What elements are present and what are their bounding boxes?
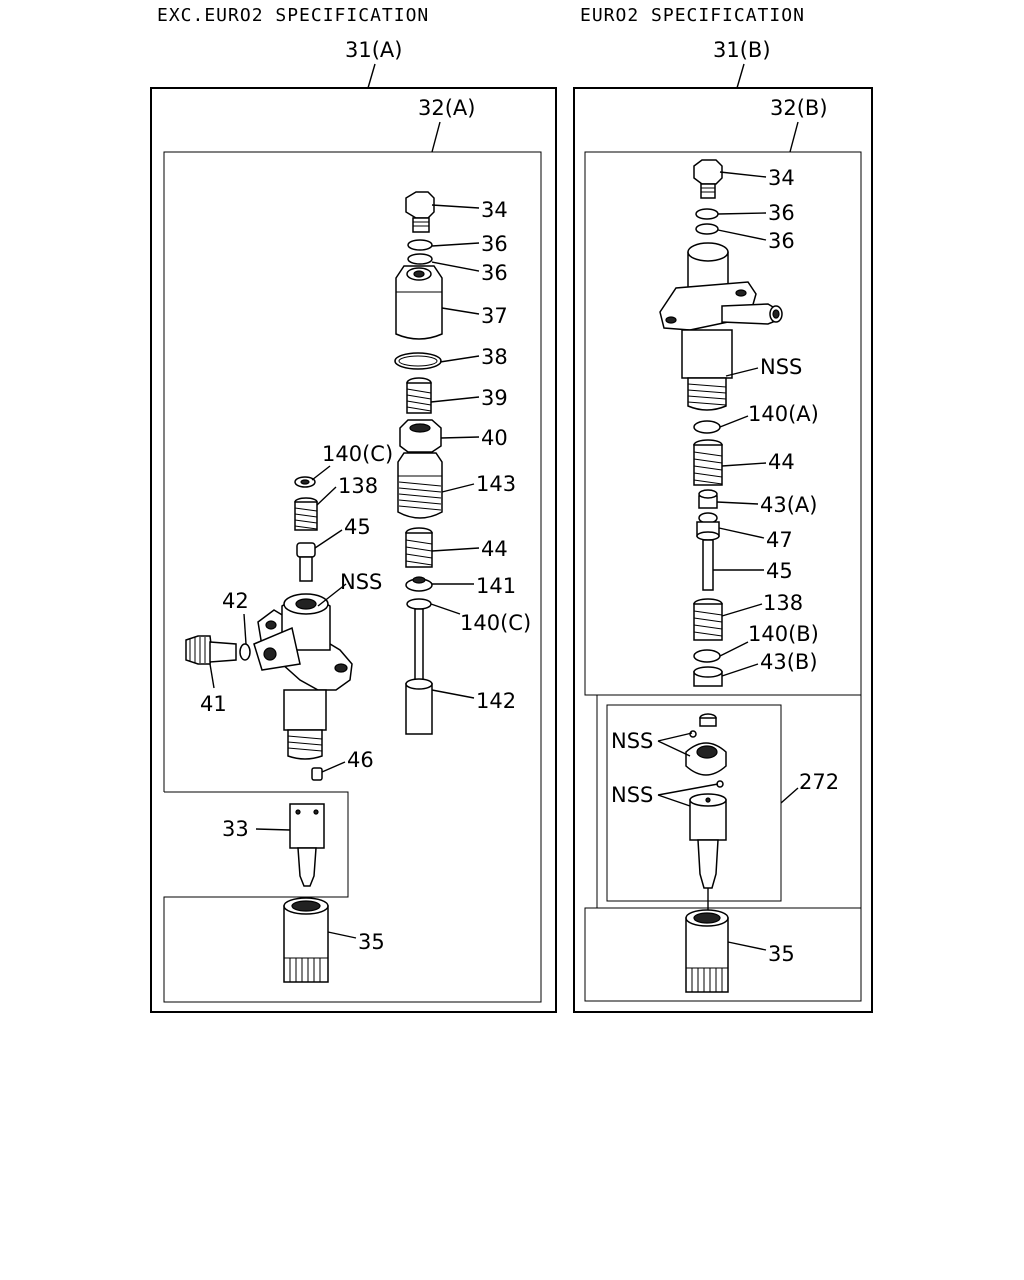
part-140b-washer — [693, 649, 721, 663]
part-36-washer — [695, 223, 719, 235]
assembly-label-31a: 31(A) — [345, 38, 402, 62]
callout-43b: 43(B) — [760, 650, 818, 674]
callout-36: 36 — [481, 232, 508, 256]
part-35-retaining-nut — [283, 897, 329, 983]
callout-142: 142 — [476, 689, 516, 713]
part-36-washer — [695, 208, 719, 220]
callout-44: 44 — [481, 537, 508, 561]
callout-34: 34 — [768, 166, 795, 190]
leader-32b — [789, 121, 799, 153]
callout-40: 40 — [481, 426, 508, 450]
callout-143: 143 — [476, 472, 516, 496]
callout-38: 38 — [481, 345, 508, 369]
callout-43a: 43(A) — [760, 493, 817, 517]
callout-36: 36 — [768, 229, 795, 253]
part-34-bolt — [693, 159, 723, 199]
assembly-frame-31b — [573, 87, 873, 1013]
header-right: EURO2 SPECIFICATION — [580, 5, 805, 26]
callout-41: 41 — [200, 692, 227, 716]
callout-nss: NSS — [611, 783, 653, 807]
part-45-pin — [296, 542, 316, 582]
callout-140c: 140(C) — [460, 611, 531, 635]
part-injector-body-right — [659, 242, 783, 411]
assembly-frame-31a — [150, 87, 557, 1013]
callout-36: 36 — [768, 201, 795, 225]
callout-138: 138 — [338, 474, 378, 498]
callout-141: 141 — [476, 574, 516, 598]
assembly-label-31b: 31(B) — [713, 38, 771, 62]
callout-45: 45 — [344, 515, 371, 539]
part-39-spring — [406, 377, 432, 414]
callout-35: 35 — [768, 942, 795, 966]
callout-140c-small: 140(C) — [322, 442, 393, 466]
right-panel: 31(B) 32(B) — [573, 38, 873, 1013]
callout-36: 36 — [481, 261, 508, 285]
left-stack — [394, 191, 443, 735]
leader-32a — [431, 121, 441, 153]
left-callouts: 34 36 36 37 38 39 40 143 44 141 140(C) 1… — [200, 198, 531, 954]
part-33-nozzle — [289, 803, 325, 887]
callout-42: 42 — [222, 589, 249, 613]
part-34-bolt — [405, 191, 435, 233]
left-small-parts — [294, 476, 318, 582]
nozzle-group — [685, 713, 727, 912]
callout-nss: NSS — [611, 729, 653, 753]
callout-272: 272 — [799, 770, 839, 794]
part-142-spindle — [405, 608, 433, 735]
callout-140a: 140(A) — [748, 402, 819, 426]
leader-31b — [736, 63, 745, 89]
callout-nss: NSS — [760, 355, 802, 379]
part-40-nut — [399, 419, 442, 453]
subassembly-label-32b: 32(B) — [770, 96, 828, 120]
part-143-sleeve — [397, 452, 443, 519]
retaining-nut-frame — [584, 907, 862, 1002]
part-138-spring — [693, 598, 723, 641]
callout-140b: 140(B) — [748, 622, 819, 646]
callout-nss: NSS — [340, 570, 382, 594]
part-38-oring — [394, 352, 442, 370]
part-44-spring — [693, 439, 723, 486]
part-140c-washer — [406, 598, 432, 610]
callout-44: 44 — [768, 450, 795, 474]
callout-46: 46 — [347, 748, 374, 772]
part-46-plug — [311, 767, 323, 781]
callout-35: 35 — [358, 930, 385, 954]
part-injector-body-left — [253, 593, 353, 760]
callout-47: 47 — [766, 528, 793, 552]
part-43b-seat — [693, 666, 723, 687]
part-37-cap — [395, 265, 443, 340]
leader-31a — [367, 63, 376, 89]
header-left: EXC.EURO2 SPECIFICATION — [157, 5, 429, 26]
subassembly-frame-32b — [584, 151, 862, 696]
callout-37: 37 — [481, 304, 508, 328]
right-callouts: 34 36 36 NSS 140(A) 44 43(A) 47 45 138 1… — [611, 166, 839, 966]
part-141-spacer — [405, 576, 433, 592]
part-140a-washer — [693, 420, 721, 434]
part-44-spring — [405, 527, 433, 568]
part-43a-seat — [698, 489, 718, 509]
subassembly-label-32a: 32(A) — [418, 96, 475, 120]
callout-33: 33 — [222, 817, 249, 841]
callout-39: 39 — [481, 386, 508, 410]
part-41-bolt — [185, 635, 237, 665]
callout-138: 138 — [763, 591, 803, 615]
callout-45: 45 — [766, 559, 793, 583]
callout-34: 34 — [481, 198, 508, 222]
part-47-pin-and-45 — [696, 512, 720, 591]
part-36-washer — [407, 253, 433, 265]
part-35-retaining-nut — [685, 909, 729, 993]
part-36-washer — [407, 239, 433, 251]
part-42-washer — [239, 643, 251, 661]
left-panel: 31(A) 32(A) — [150, 38, 557, 1013]
part-138-spring — [294, 497, 318, 531]
